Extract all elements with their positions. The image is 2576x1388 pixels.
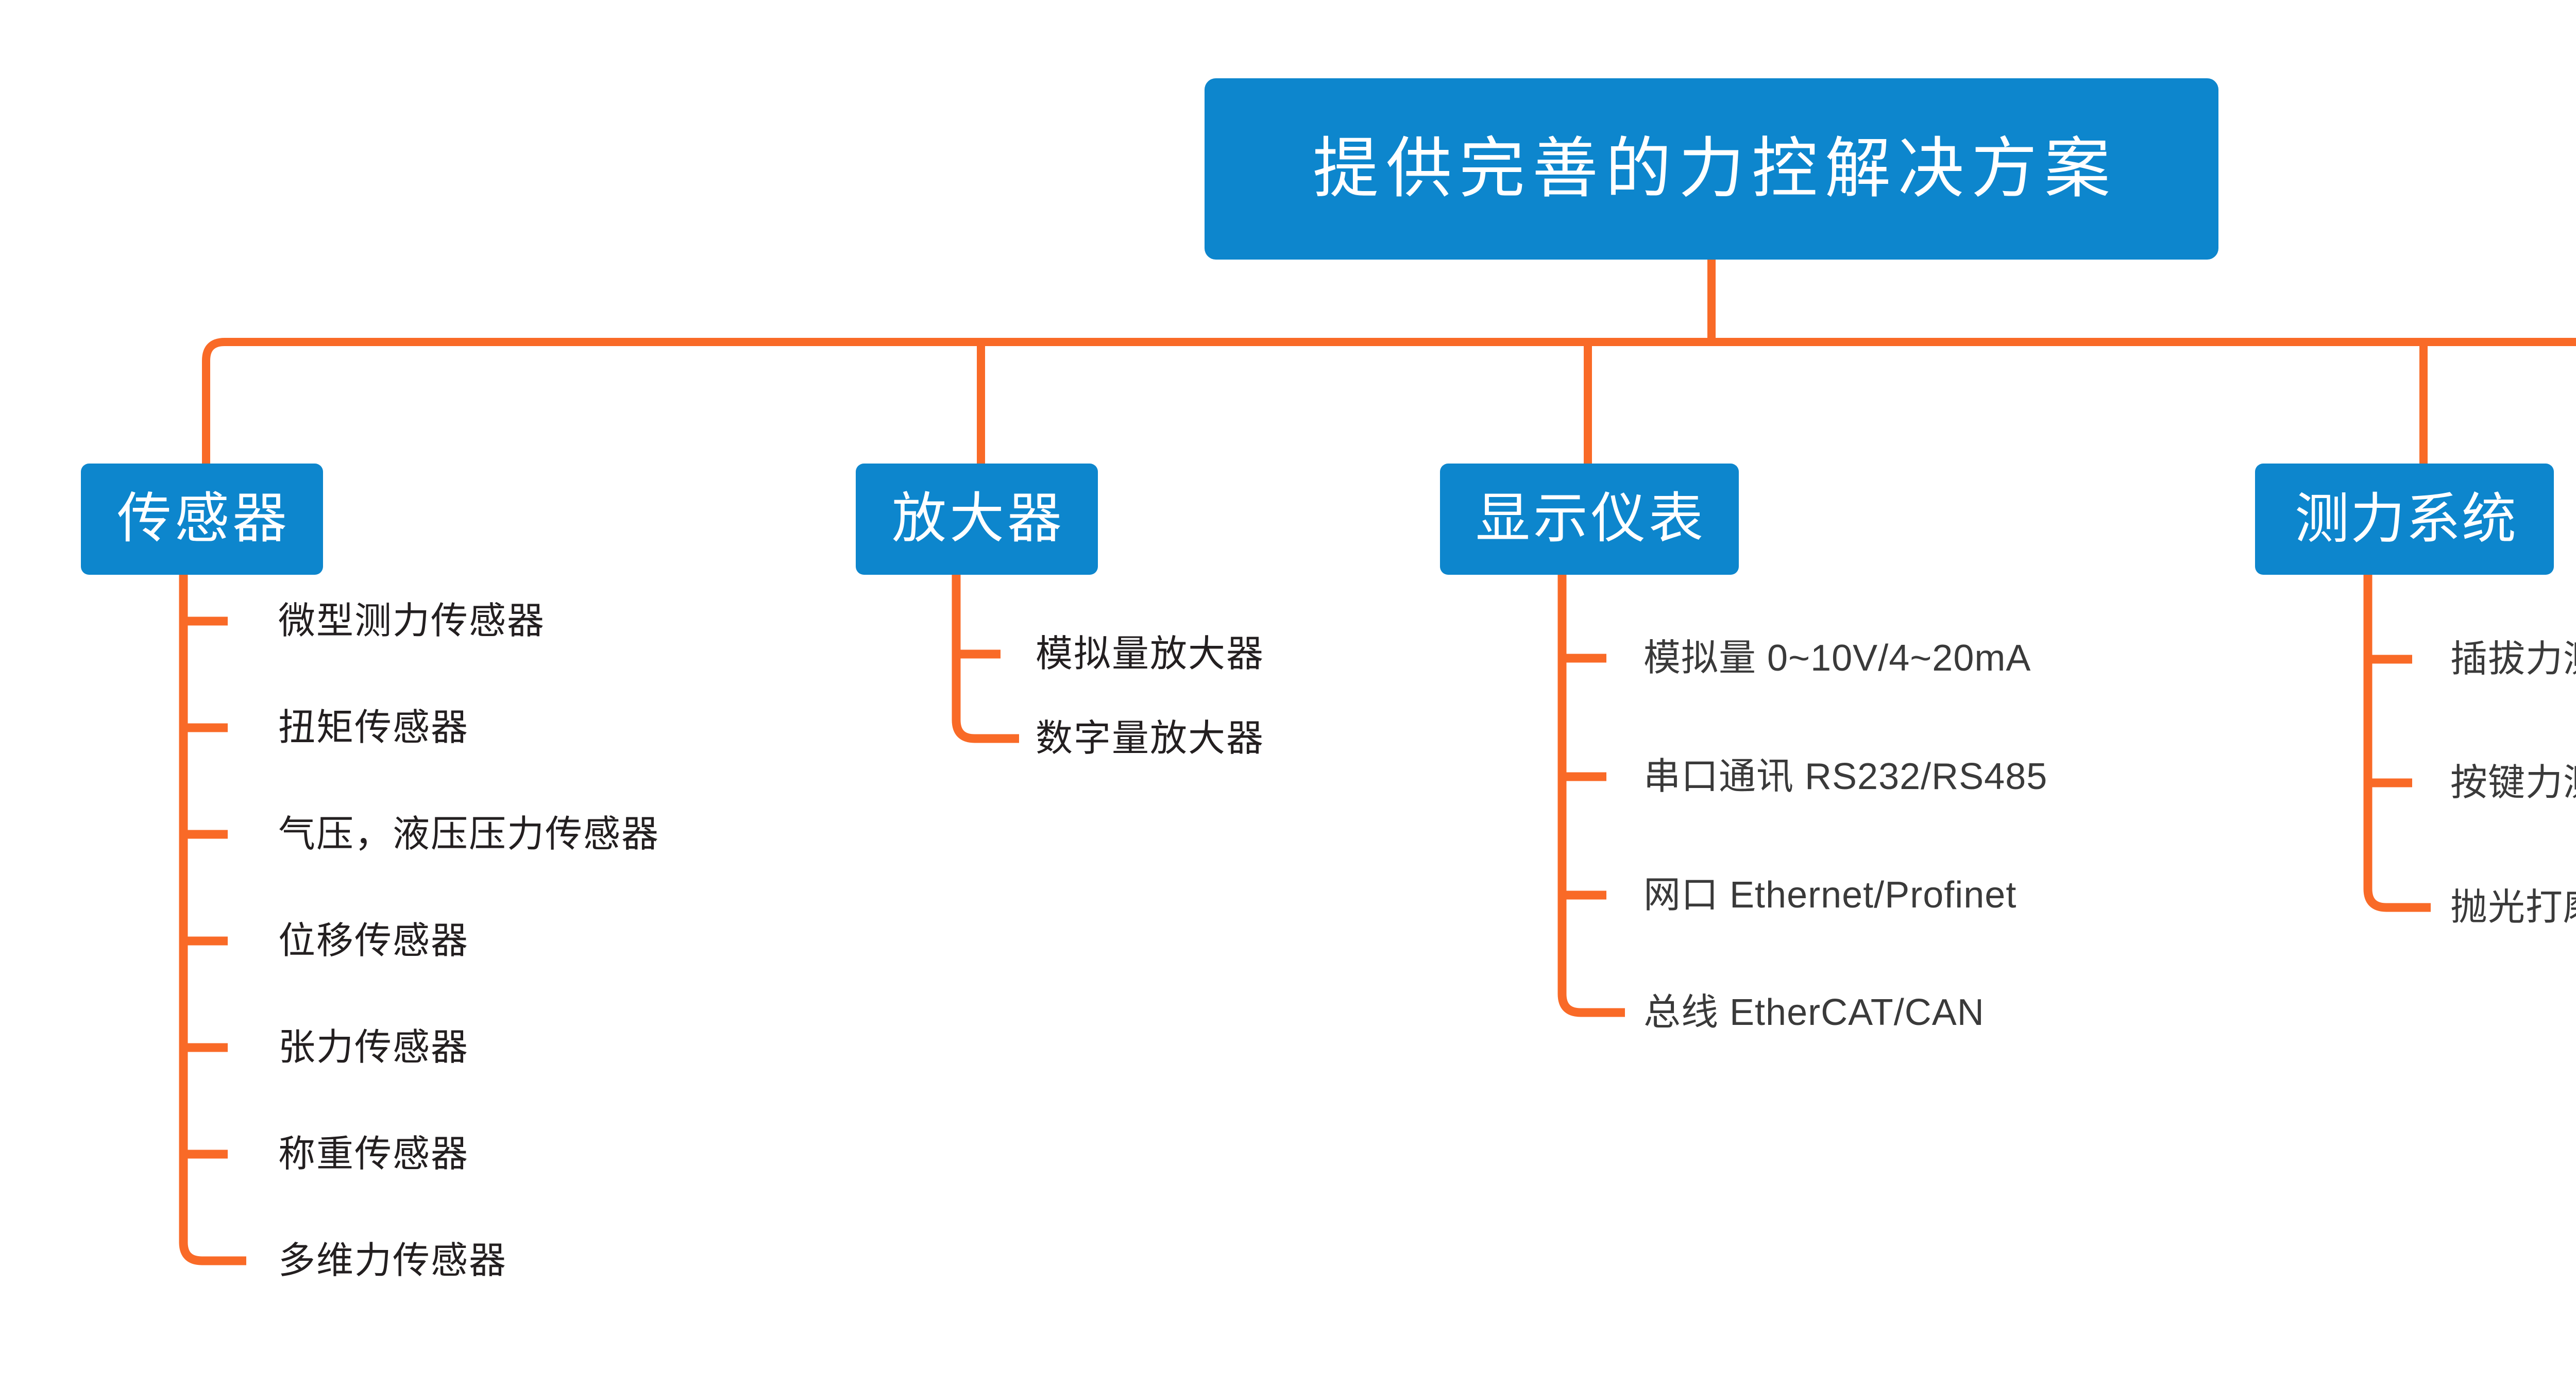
leaf-label[interactable]: 气压，液压压力传感器 [278, 814, 660, 855]
leaf-label[interactable]: 模拟量放大器 [1036, 633, 1265, 675]
leaf-label[interactable]: 模拟量 0~10V/4~20mA [1643, 638, 2031, 679]
leaf-label[interactable]: 位移传感器 [278, 920, 469, 962]
branch-node-amplifiers[interactable]: 放大器 [856, 464, 1098, 575]
leaf-label[interactable]: 插拔力测试 [2450, 639, 2576, 680]
root-node-label: 提供完善的力控解决方案 [1312, 132, 2117, 205]
main-bus [202, 338, 2576, 464]
leaf-label[interactable]: 网口 Ethernet/Profinet [1643, 875, 2017, 916]
leaf-label[interactable]: 扭矩传感器 [278, 707, 469, 748]
leaf-label[interactable]: 称重传感器 [278, 1134, 469, 1175]
branch-node-sensors[interactable]: 传感器 [81, 464, 323, 575]
leaf-label[interactable]: 微型测力传感器 [278, 601, 546, 642]
branch-wires-force [2363, 575, 2431, 912]
branch-node-label: 传感器 [117, 489, 290, 549]
branch-node-label: 显示仪表 [1476, 489, 1706, 549]
root-node[interactable]: 提供完善的力控解决方案 [1205, 78, 2218, 260]
leaf-label[interactable]: 多维力传感器 [278, 1240, 507, 1281]
branch-node-force-measurement-system[interactable]: 测力系统 [2255, 464, 2554, 575]
leaf-label[interactable]: 总线 EtherCAT/CAN [1643, 992, 1985, 1033]
leaf-label[interactable]: 串口通讯 RS232/RS485 [1643, 756, 2048, 797]
leaf-label[interactable]: 抛光打磨测试 [2450, 887, 2576, 928]
leaf-label[interactable]: 张力传感器 [278, 1027, 469, 1068]
branch-node-label: 放大器 [892, 489, 1065, 549]
leaf-label[interactable]: 按键力测试 [2450, 762, 2576, 803]
branch-node-label: 测力系统 [2295, 489, 2517, 550]
branch-node-display-instruments[interactable]: 显示仪表 [1440, 464, 1739, 575]
branch-wires-sensors [179, 575, 246, 1265]
leaf-label[interactable]: 数字量放大器 [1036, 718, 1265, 759]
branch-wires-amplifiers [952, 575, 1019, 743]
branch-wires-display [1557, 575, 1625, 1017]
